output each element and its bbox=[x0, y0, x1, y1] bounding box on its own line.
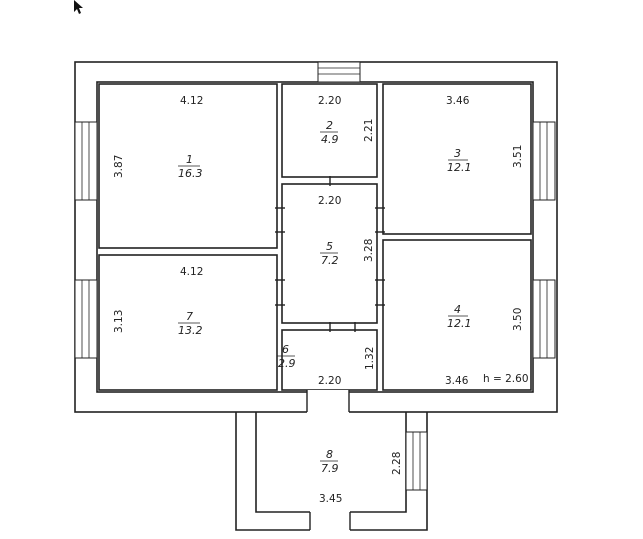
room-1-number: 1 bbox=[186, 153, 193, 166]
room-6-number: 6 bbox=[282, 343, 289, 356]
window-annex-right bbox=[405, 431, 428, 491]
room-2-area: 4.9 bbox=[321, 133, 339, 146]
mouse-cursor-icon bbox=[74, 0, 83, 14]
room-8-area: 7.9 bbox=[321, 462, 339, 475]
room-4-height: 3.50 bbox=[512, 308, 524, 331]
room-3 bbox=[382, 83, 532, 235]
room-2 bbox=[281, 83, 378, 178]
room-6-height: 1.32 bbox=[364, 347, 376, 370]
door-ticks bbox=[275, 176, 385, 332]
room-7-number: 7 bbox=[186, 310, 193, 323]
window-right-upper bbox=[532, 121, 556, 201]
room-3-area: 12.1 bbox=[447, 161, 472, 174]
room-3-width: 3.46 bbox=[446, 95, 470, 107]
room-7 bbox=[98, 254, 278, 391]
room-5-width: 2.20 bbox=[318, 195, 341, 207]
room-7-height: 3.13 bbox=[113, 310, 125, 333]
room-6-width: 2.20 bbox=[318, 375, 341, 387]
room-6-area: 2.9 bbox=[278, 357, 296, 370]
window-left-upper bbox=[74, 121, 98, 201]
room-7-width: 4.12 bbox=[180, 266, 203, 278]
room-5-height: 3.28 bbox=[363, 239, 375, 262]
room-6 bbox=[281, 329, 378, 391]
room-5-number: 5 bbox=[326, 240, 333, 253]
window-left-lower bbox=[74, 279, 98, 359]
room-8-height: 2.28 bbox=[391, 452, 403, 475]
room-8-number: 8 bbox=[326, 448, 333, 461]
ceiling-height: h = 2.60 bbox=[483, 373, 529, 385]
entrance-door bbox=[309, 510, 351, 532]
room-2-height: 2.21 bbox=[363, 119, 375, 142]
room-8-width: 3.45 bbox=[319, 493, 342, 505]
room-2-width: 2.20 bbox=[318, 95, 341, 107]
room-4-number: 4 bbox=[454, 303, 461, 316]
room-4-width: 3.46 bbox=[445, 375, 469, 387]
room-3-height: 3.51 bbox=[512, 145, 524, 168]
room-1-area: 16.3 bbox=[178, 167, 203, 180]
room-2-number: 2 bbox=[326, 119, 333, 132]
room-1-width: 4.12 bbox=[180, 95, 203, 107]
room-1-height: 3.87 bbox=[113, 155, 125, 178]
room-7-area: 13.2 bbox=[178, 324, 203, 337]
room-5-area: 7.2 bbox=[321, 254, 339, 267]
window-top bbox=[317, 61, 361, 83]
room-4-area: 12.1 bbox=[447, 317, 472, 330]
door-to-annex bbox=[306, 390, 350, 414]
room-4 bbox=[382, 239, 532, 391]
room-3-number: 3 bbox=[454, 147, 461, 160]
window-right-lower bbox=[532, 279, 556, 359]
